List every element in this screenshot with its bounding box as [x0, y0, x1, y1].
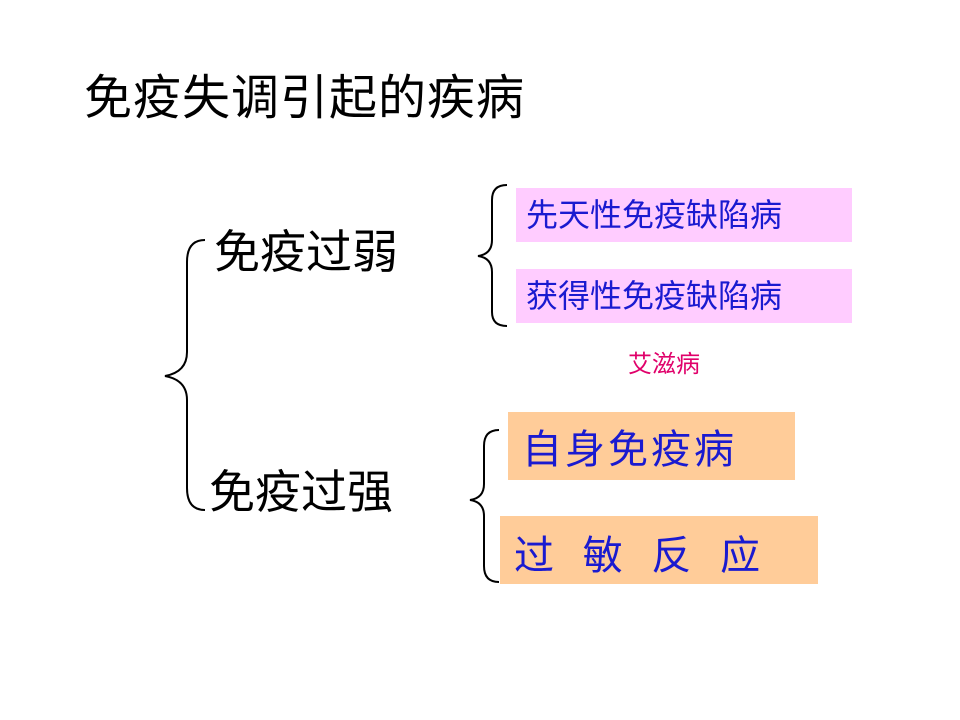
aids-note: 艾滋病 — [628, 350, 700, 378]
main-brace — [164, 239, 206, 511]
allergy-box: 过 敏 反 应 — [500, 516, 818, 584]
weak-brace — [477, 184, 508, 327]
immune-strong-label: 免疫过强 — [209, 465, 393, 519]
strong-brace — [469, 429, 500, 583]
acquired-immunodeficiency-box: 获得性免疫缺陷病 — [516, 269, 852, 323]
congenital-immunodeficiency-box: 先天性免疫缺陷病 — [516, 188, 852, 242]
immune-weak-label: 免疫过弱 — [214, 225, 398, 279]
slide-title: 免疫失调引起的疾病 — [84, 70, 526, 126]
autoimmune-disease-box: 自身免疫病 — [508, 412, 795, 480]
